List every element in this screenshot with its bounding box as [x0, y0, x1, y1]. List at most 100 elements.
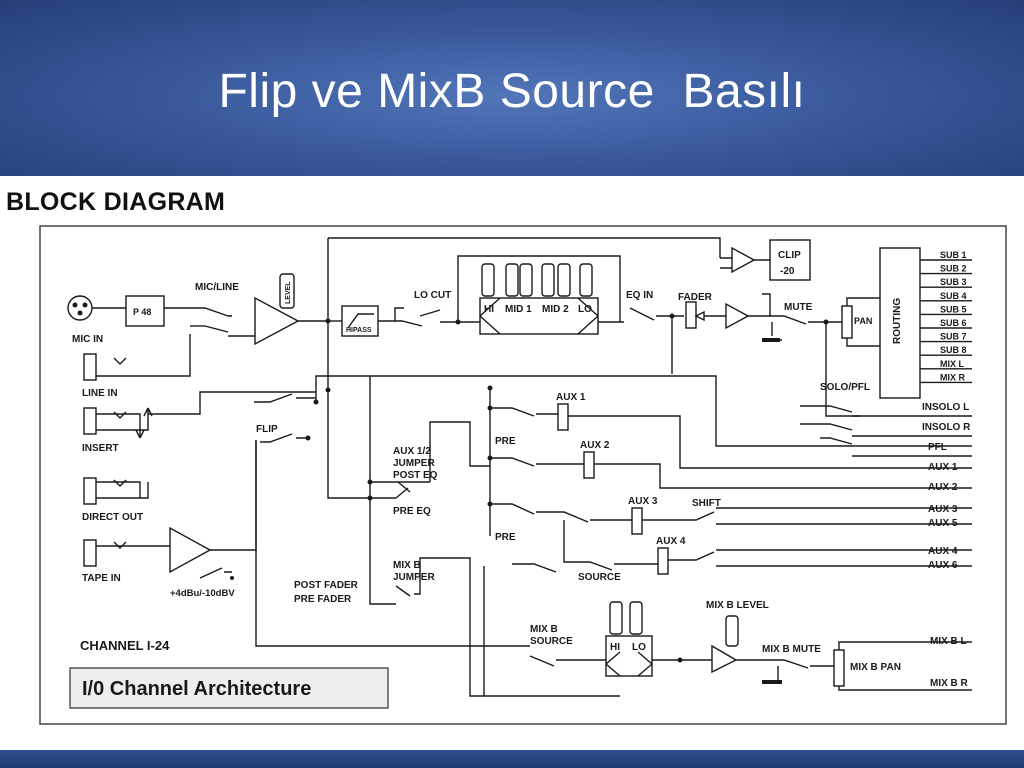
p48-label: P 48: [133, 307, 151, 317]
level-knob-icon: LEVEL: [279, 273, 295, 309]
eq-mid1-label: MID 1: [505, 304, 532, 315]
mixb-source-label-1: MIX B: [530, 624, 558, 635]
block-diagram: MIC IN P 48 MIC/LINE LINE IN INSERT DIRE…: [39, 225, 1007, 725]
aux-out-2-label: AUX 2: [928, 482, 958, 493]
aux2-label: AUX 2: [580, 440, 610, 451]
insert-jack-icon: [83, 407, 153, 439]
source-label: SOURCE: [578, 572, 621, 583]
slide-title: Flip ve MixB Source Basılı: [218, 65, 806, 118]
direct-out-label: DIRECT OUT: [82, 512, 143, 523]
hipass-label: HIPASS: [346, 327, 372, 334]
mixb-pan-label: MIX B PAN: [850, 662, 901, 673]
line-in-jack-icon: [83, 334, 191, 381]
mixb-ground-icon: [762, 680, 782, 684]
flip-label: FLIP: [256, 424, 278, 435]
insolo-l-label: INSOLO L: [922, 402, 969, 413]
tape-in-label: TAPE IN: [82, 573, 121, 584]
post-fader-label: POST FADER: [294, 580, 359, 591]
clip-label: CLIP: [778, 250, 801, 261]
diagram-frame: [39, 225, 1007, 725]
mixb-hi-label: HI: [610, 642, 620, 653]
mic-in-connector-icon: [67, 295, 93, 321]
sub-output-label: SUB 3: [940, 277, 967, 287]
mixb-level-knob-icon: [725, 615, 739, 647]
lo-cut-label: LO CUT: [414, 290, 451, 301]
title-banner: [0, 0, 1024, 176]
eq-box: [479, 297, 599, 335]
eq-level-knobs-icon: [481, 263, 593, 297]
pre-eq-label: PRE EQ: [393, 506, 431, 517]
aux12-jumper-label-1: AUX 1/2: [393, 446, 431, 457]
eq-hi-label: HI: [484, 304, 494, 315]
mixb-mute-label: MIX B MUTE: [762, 644, 821, 655]
sub-output-label: SUB 8: [940, 345, 967, 355]
mixb-eq-knobs-icon: [609, 601, 643, 635]
sub-output-label: MIX R: [940, 372, 966, 382]
mixb-jumper-label-2: JUMPER: [393, 572, 435, 583]
tape-in-jack-icon: [83, 539, 170, 567]
sub-output-label: SUB 4: [940, 291, 967, 301]
tape-amp-icon: [169, 526, 212, 574]
footer-bar: [0, 750, 1024, 768]
direct-out-jack-icon: [83, 477, 149, 505]
shift-label: SHIFT: [692, 498, 721, 509]
sub-output-label: SUB 6: [940, 318, 967, 328]
aux1-label: AUX 1: [556, 392, 586, 403]
fader-label: FADER: [678, 292, 713, 303]
pan-label: PAN: [854, 316, 872, 326]
mixb-pan-pot-icon: [833, 649, 845, 687]
ground-icon: [762, 338, 780, 342]
aux2-pot-icon: [583, 451, 595, 479]
eq-in-label: EQ IN: [626, 290, 653, 301]
aux-out-3-label: AUX 3: [928, 504, 958, 515]
mixb-jumper-label-1: MIX B: [393, 560, 421, 571]
aux4-pot-icon: [657, 547, 669, 575]
pre-top-label: PRE: [495, 436, 516, 447]
hipass-box: [341, 305, 379, 337]
clip-value: -20: [780, 266, 795, 277]
aux-out-4-label: AUX 4: [928, 546, 958, 557]
aux-out-1-label: AUX 1: [928, 462, 958, 473]
routing-label: ROUTING: [892, 298, 903, 344]
mixb-amp-icon: [711, 644, 738, 674]
insolo-r-label: INSOLO R: [922, 422, 971, 433]
mixb-r-label: MIX B R: [930, 678, 969, 689]
aux12-jumper-label-3: POST EQ: [393, 470, 438, 481]
mixb-l-label: MIX B L: [930, 636, 967, 647]
mixb-eq-box: [605, 635, 653, 677]
solo-pfl-label: SOLO/PFL: [820, 382, 870, 393]
insert-label: INSERT: [82, 443, 119, 454]
pre-fader-label: PRE FADER: [294, 594, 352, 605]
sub-output-label: SUB 5: [940, 304, 967, 314]
aux3-label: AUX 3: [628, 496, 658, 507]
mute-label: MUTE: [784, 302, 813, 313]
mic-line-label: MIC/LINE: [195, 282, 239, 293]
aux-out-5-label: AUX 5: [928, 518, 958, 529]
aux12-jumper-label-2: JUMPER: [393, 458, 435, 469]
pre-bottom-label: PRE: [495, 532, 516, 543]
architecture-caption: I/0 Channel Architecture: [82, 678, 311, 700]
aux3-pot-icon: [631, 507, 643, 535]
pan-pot-icon: [841, 305, 853, 339]
sub-output-label: SUB 1: [940, 250, 967, 260]
sub-output-label: MIX L: [940, 359, 965, 369]
fader-amp-icon: [725, 302, 750, 330]
eq-mid2-label: MID 2: [542, 304, 569, 315]
mic-in-label: MIC IN: [72, 334, 103, 345]
tape-level-label: +4dBu/-10dBV: [170, 588, 235, 599]
sub-output-label: SUB 2: [940, 264, 967, 274]
aux4-label: AUX 4: [656, 536, 686, 547]
svg-text:LEVEL: LEVEL: [285, 281, 292, 304]
mic-amp-icon: [254, 296, 300, 346]
architecture-caption-box: [69, 667, 389, 709]
diagram-heading: BLOCK DIAGRAM: [6, 188, 226, 216]
mixb-source-label-2: SOURCE: [530, 636, 573, 647]
eq-lo-label: LO: [578, 304, 592, 315]
fader-icon: [685, 301, 697, 329]
mixb-level-label: MIX B LEVEL: [706, 600, 769, 611]
clip-amp-icon: [731, 246, 756, 274]
aux1-pot-icon: [557, 403, 569, 431]
p48-box: [125, 295, 165, 327]
routing-box: [879, 247, 921, 399]
